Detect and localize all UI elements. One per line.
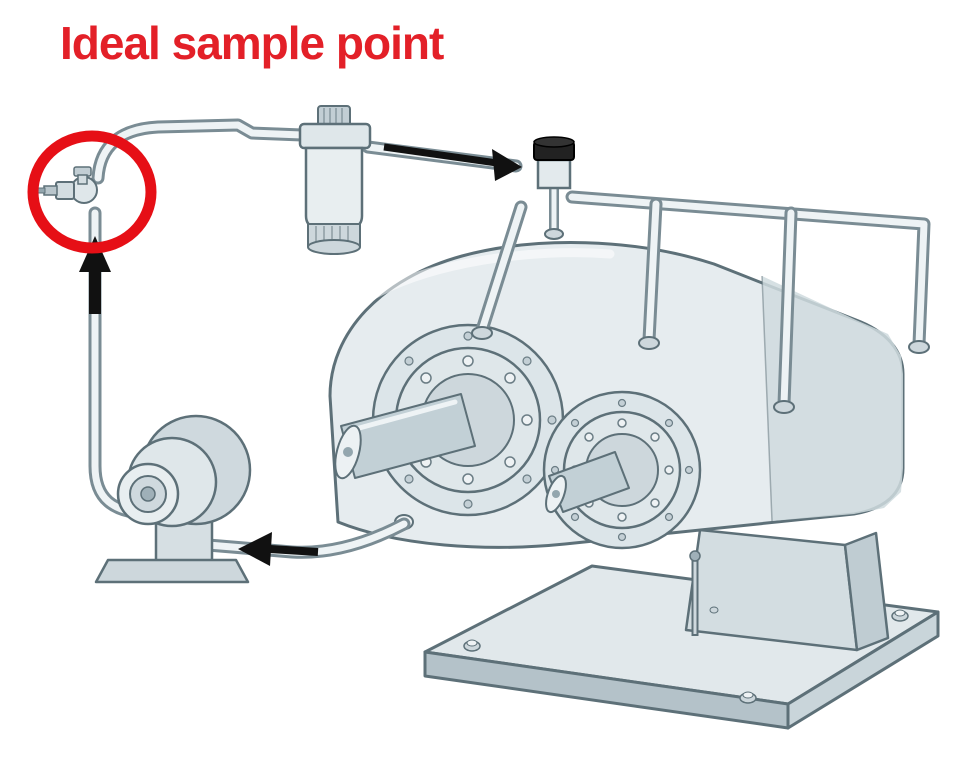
output-shaft (545, 451, 630, 514)
gearbox-housing (328, 241, 905, 636)
dipstick (689, 550, 719, 636)
sample-valve (37, 166, 98, 204)
pump (94, 414, 252, 584)
page-title: Ideal sample point (60, 17, 444, 69)
flow-arrow-up-icon (79, 236, 111, 314)
base-bolts (463, 609, 909, 704)
sample-point-highlight (27, 130, 157, 254)
flow-arrows (79, 143, 522, 566)
oil-filter (298, 105, 372, 255)
flow-arrow-right-icon (383, 143, 522, 181)
flow-arrow-left-icon (238, 532, 319, 566)
input-shaft (334, 393, 476, 480)
plate-bolts (379, 331, 694, 542)
oiler (533, 136, 575, 240)
gearbox-pedestal (684, 528, 890, 652)
